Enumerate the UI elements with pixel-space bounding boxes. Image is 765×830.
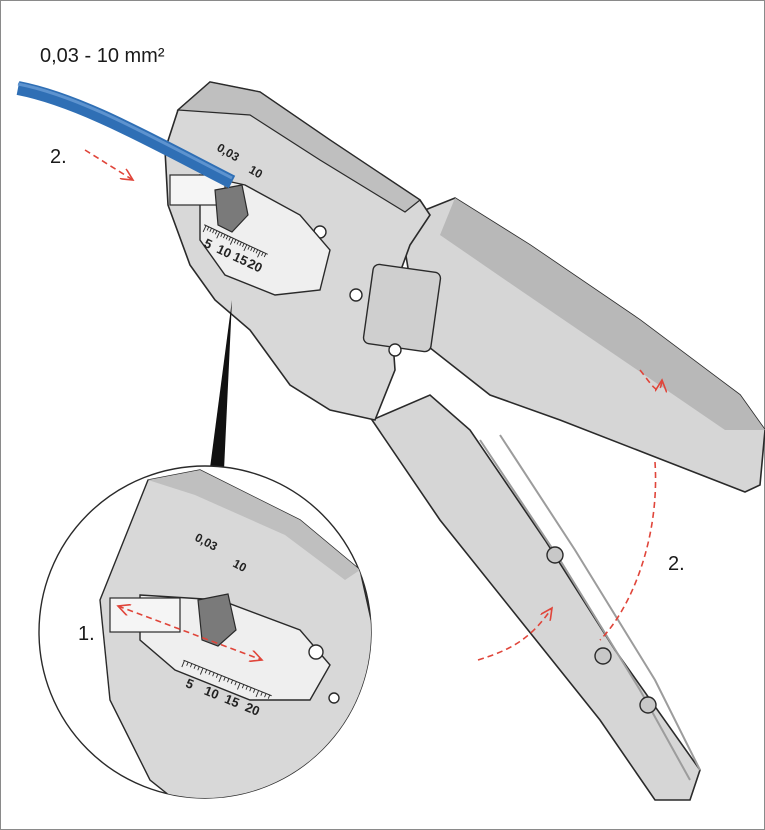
ruler-tick — [212, 229, 215, 234]
ruler-tick — [252, 688, 256, 693]
pivot-screw-2 — [388, 343, 402, 357]
ruler-tick — [199, 667, 204, 675]
zoom-pointer — [210, 300, 232, 470]
step-label-squeeze: 2. — [668, 553, 685, 575]
tool-head-top — [176, 81, 422, 213]
zoom-range-max: 10 — [231, 556, 250, 575]
squeeze-arc — [599, 461, 657, 641]
ruler-tick — [234, 681, 237, 686]
scale-tick-label: 15 — [231, 249, 250, 269]
squeeze-arrow-bottom — [477, 608, 552, 661]
ruler-tick — [193, 664, 196, 669]
handle-rivet-2 — [594, 647, 612, 665]
handle-rivet-1 — [546, 546, 564, 564]
ruler-tick — [243, 244, 248, 252]
ruler-tick — [261, 252, 264, 257]
step-label-insert: 2. — [50, 146, 67, 168]
ruler-tick — [236, 240, 240, 245]
pivot-screw-1 — [349, 288, 363, 302]
ruler-tick — [223, 676, 226, 681]
ruler-tick — [206, 226, 210, 231]
ruler-tick — [220, 233, 223, 238]
ruler-tick — [189, 663, 193, 668]
insert-arrow — [84, 149, 133, 180]
ruler-tick — [263, 253, 267, 258]
ruler-tick — [229, 238, 234, 245]
cable-highlight — [17, 82, 233, 180]
ruler-tick — [197, 666, 200, 671]
step-label-adjust: 1. — [78, 623, 95, 645]
ruler-tick — [216, 231, 221, 239]
ruler-tick — [204, 669, 208, 674]
ruler-tick — [214, 230, 218, 235]
ruler-tick — [225, 235, 229, 240]
ruler-tick — [241, 684, 245, 689]
ruler-tick — [209, 227, 212, 232]
ruler-tick — [257, 250, 261, 258]
ruler-tick — [230, 679, 234, 684]
ruler-tick — [218, 675, 222, 683]
ruler-tick — [227, 678, 230, 683]
zoom-scale-tick-label: 15 — [223, 691, 242, 710]
lower-handle-groove — [479, 439, 691, 781]
scale-tick-label: 10 — [214, 241, 233, 261]
ruler-tick — [247, 245, 250, 250]
ruler-tick — [215, 673, 219, 678]
zoom-scale-tick-label: 20 — [243, 699, 262, 718]
ruler-tick — [233, 239, 237, 244]
ruler-tick — [223, 234, 226, 239]
ruler-tick — [260, 691, 263, 696]
cable — [16, 81, 236, 189]
ruler-tick — [255, 690, 260, 698]
ruler-tick — [208, 670, 211, 675]
length-scale: 5 10 15 20 — [202, 224, 268, 276]
ruler-tick — [264, 693, 267, 698]
handle-rivet-3 — [639, 696, 657, 714]
ruler-tick — [237, 682, 241, 690]
ruler-tick — [252, 248, 256, 253]
stop-lever — [214, 184, 249, 233]
ruler-tick — [202, 225, 207, 233]
scale-tick-label: 20 — [245, 256, 264, 276]
pivot-plate — [362, 263, 442, 353]
ruler-tick — [245, 685, 248, 690]
lower-handle-groove-2 — [499, 434, 701, 771]
ruler-tick — [267, 694, 271, 699]
ruler-tick — [186, 661, 189, 666]
cross-section-range-label: 0,03 - 10 mm² — [40, 45, 165, 67]
adjust-arrow — [118, 606, 262, 660]
ruler-tick — [212, 672, 215, 677]
upper-handle-shade — [440, 198, 765, 430]
lower-handle — [370, 394, 701, 801]
ruler-tick — [249, 687, 252, 692]
ruler-tick — [242, 243, 245, 248]
squeeze-arrow-top — [639, 369, 662, 390]
tool-range-max: 10 — [247, 162, 266, 181]
ruler-tick — [255, 249, 259, 254]
ruler-tick — [239, 241, 242, 246]
zoom-scale-tick-label: 10 — [202, 683, 221, 702]
ruler-tick — [250, 246, 253, 251]
ruler-tick — [228, 236, 231, 241]
